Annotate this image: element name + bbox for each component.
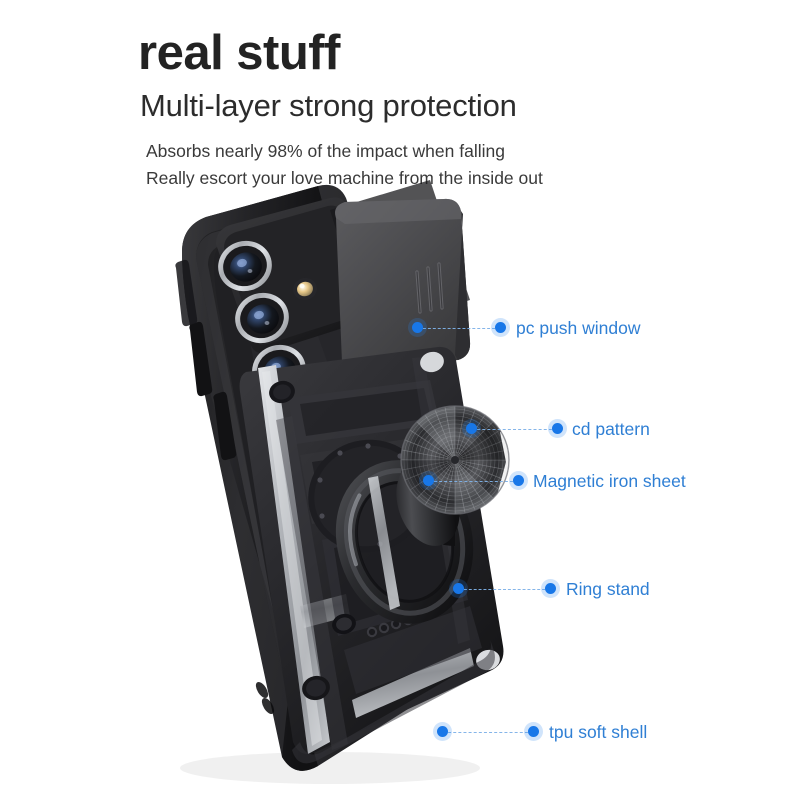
anchor-dot-ring-stand — [453, 583, 464, 594]
anchor-dot-cd-pattern — [466, 423, 477, 434]
callout-dot-cd-pattern[interactable] — [552, 423, 563, 434]
leader-line-cd-pattern — [472, 429, 557, 430]
camera-lens-2 — [235, 292, 289, 344]
callout-label-ring-stand: Ring stand — [566, 579, 650, 599]
anchor-dot-tpu-soft-shell — [437, 726, 448, 737]
callout-dot-magnetic-iron-sheet[interactable] — [513, 475, 524, 486]
slider-plate[interactable] — [335, 198, 471, 373]
armor-silver-strut-left — [258, 365, 330, 754]
leader-line-ring-stand — [459, 589, 550, 590]
callout-label-magnetic-iron-sheet: Magnetic iron sheet — [533, 471, 686, 491]
camera-lens-1 — [218, 240, 272, 292]
page-title: real stuff — [138, 26, 340, 80]
description-line-2: Really escort your love machine from the… — [146, 168, 543, 188]
page-subtitle: Multi-layer strong protection — [140, 88, 517, 123]
anchor-dot-magnetic-iron-sheet — [423, 475, 434, 486]
armor-silver-edge-bottom — [352, 648, 474, 718]
callout-dot-tpu-soft-shell[interactable] — [528, 726, 539, 737]
bottom-port-cutouts — [255, 682, 275, 714]
leader-line-tpu-soft-shell — [443, 732, 533, 733]
callout-label-cd-pattern: cd pattern — [572, 419, 650, 439]
slider-grip-lines — [415, 262, 444, 314]
side-buttons — [175, 259, 237, 461]
callout-dot-ring-stand[interactable] — [545, 583, 556, 594]
anchor-dot-pc-push-window — [412, 322, 423, 333]
pc-push-window-slider[interactable] — [330, 180, 471, 373]
callout-label-pc-push-window: pc push window — [516, 318, 641, 338]
callout-label-tpu-soft-shell: tpu soft shell — [549, 722, 648, 742]
description-line-1: Absorbs nearly 98% of the impact when fa… — [146, 141, 505, 161]
leader-line-magnetic-iron-sheet — [429, 481, 518, 482]
camera-flash — [293, 277, 317, 301]
leader-line-pc-push-window — [418, 328, 500, 329]
callout-dot-pc-push-window[interactable] — [495, 322, 506, 333]
armor-cutouts — [269, 351, 500, 701]
cd-striations — [401, 406, 509, 514]
